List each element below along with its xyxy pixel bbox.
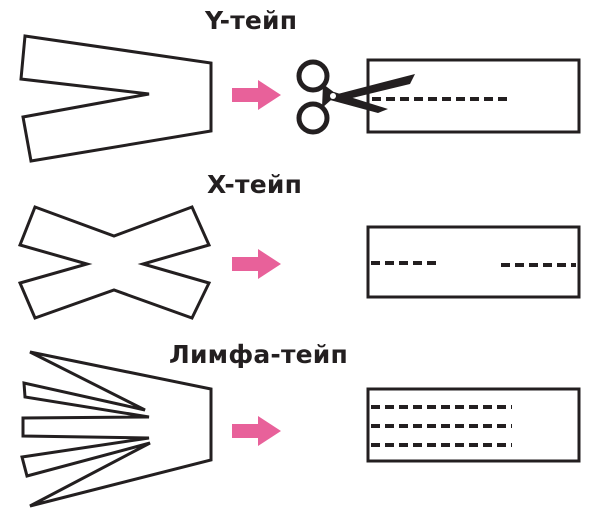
scissors-icon (296, 59, 415, 135)
arrow-right-icon (232, 249, 281, 279)
label-y-tape: Y-тейп (205, 6, 298, 35)
lymph-tape-shape (20, 350, 213, 508)
x-tape-strip (366, 225, 581, 299)
lymph-tape-strip (366, 387, 581, 463)
label-lymph-tape: Лимфа-тейп (169, 340, 349, 369)
y-tape-shape (19, 34, 213, 163)
row-lymph-tape (20, 350, 581, 508)
row-y-tape (19, 34, 581, 163)
x-tape-shape (17, 205, 212, 320)
y-tape-strip (366, 58, 581, 134)
arrow-right-icon (232, 416, 281, 446)
arrow-right-icon (232, 80, 281, 110)
label-x-tape: X-тейп (207, 170, 303, 199)
row-x-tape (17, 205, 581, 320)
